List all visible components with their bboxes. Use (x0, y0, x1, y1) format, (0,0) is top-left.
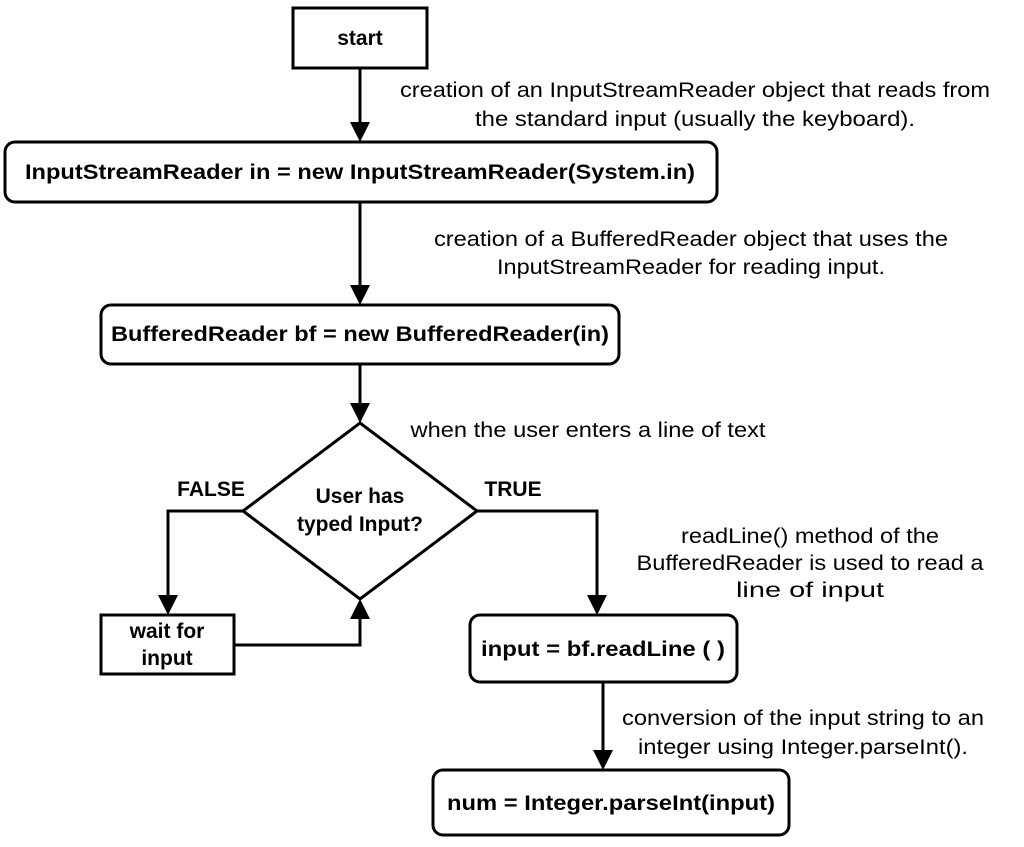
node-start-label: start (337, 27, 383, 50)
note-readline: readLine() method of the BufferedReader … (637, 525, 984, 602)
node-input-stream-reader: InputStreamReader in = new InputStreamRe… (3, 140, 719, 204)
node-start: start (291, 6, 429, 70)
arrowhead-loop (350, 599, 370, 619)
note-user-enters-line-1: when the user enters a line of text (409, 419, 765, 442)
edges (158, 68, 613, 770)
edge-true-to-readline (477, 509, 599, 597)
node-read-line-label: input = bf.readLine ( ) (481, 638, 725, 661)
note-br: creation of a BufferedReader object that… (434, 228, 948, 279)
node-parse-int-label: num = Integer.parseInt(input) (447, 792, 775, 815)
node-read-line: input = bf.readLine ( ) (468, 613, 739, 684)
note-readline-line-1: readLine() method of the (681, 525, 939, 548)
node-decision-label-line-1: User has (316, 485, 405, 508)
arrowhead-readline (587, 595, 607, 615)
edge-wait-loop-back (234, 617, 362, 647)
node-decision-label-line-2: typed Input? (297, 513, 423, 536)
arrowhead-isr (350, 122, 370, 142)
edge-false-to-wait (166, 509, 243, 597)
branch-true-label: TRUE (484, 478, 541, 501)
arrowhead-decision (350, 403, 370, 423)
node-buffered-reader: BufferedReader bf = new BufferedReader(i… (99, 303, 621, 366)
node-parse-int: num = Integer.parseInt(input) (431, 768, 791, 837)
arrowhead-parseint (593, 750, 613, 770)
note-br-line-2: InputStreamReader for reading input. (497, 256, 885, 279)
note-isr-line-1: creation of an InputStreamReader object … (400, 79, 990, 102)
branch-false-label: FALSE (177, 478, 245, 501)
arrowhead-br (350, 285, 370, 305)
arrowhead-wait (158, 595, 178, 615)
node-input-stream-reader-label: InputStreamReader in = new InputStreamRe… (25, 161, 695, 184)
note-conversion: conversion of the input string to an int… (622, 707, 984, 759)
node-buffered-reader-label: BufferedReader bf = new BufferedReader(i… (111, 323, 609, 346)
node-decision: User has typed Input? (240, 421, 480, 601)
note-br-line-1: creation of a BufferedReader object that… (434, 228, 948, 251)
node-wait-label-line-2: input (141, 647, 192, 670)
note-isr-line-2: the standard input (usually the keyboard… (475, 108, 915, 131)
note-readline-line-2: BufferedReader is used to read a (637, 552, 984, 575)
note-user-enters: when the user enters a line of text (409, 419, 765, 442)
node-wait-for-input: wait for input (99, 613, 236, 676)
note-conversion-line-1: conversion of the input string to an (622, 707, 984, 730)
note-readline-line-3: line of input (736, 579, 884, 602)
node-wait-label-line-1: wait for (129, 620, 205, 643)
note-isr: creation of an InputStreamReader object … (400, 79, 990, 131)
note-conversion-line-2: integer using Integer.parseInt(). (638, 736, 968, 759)
